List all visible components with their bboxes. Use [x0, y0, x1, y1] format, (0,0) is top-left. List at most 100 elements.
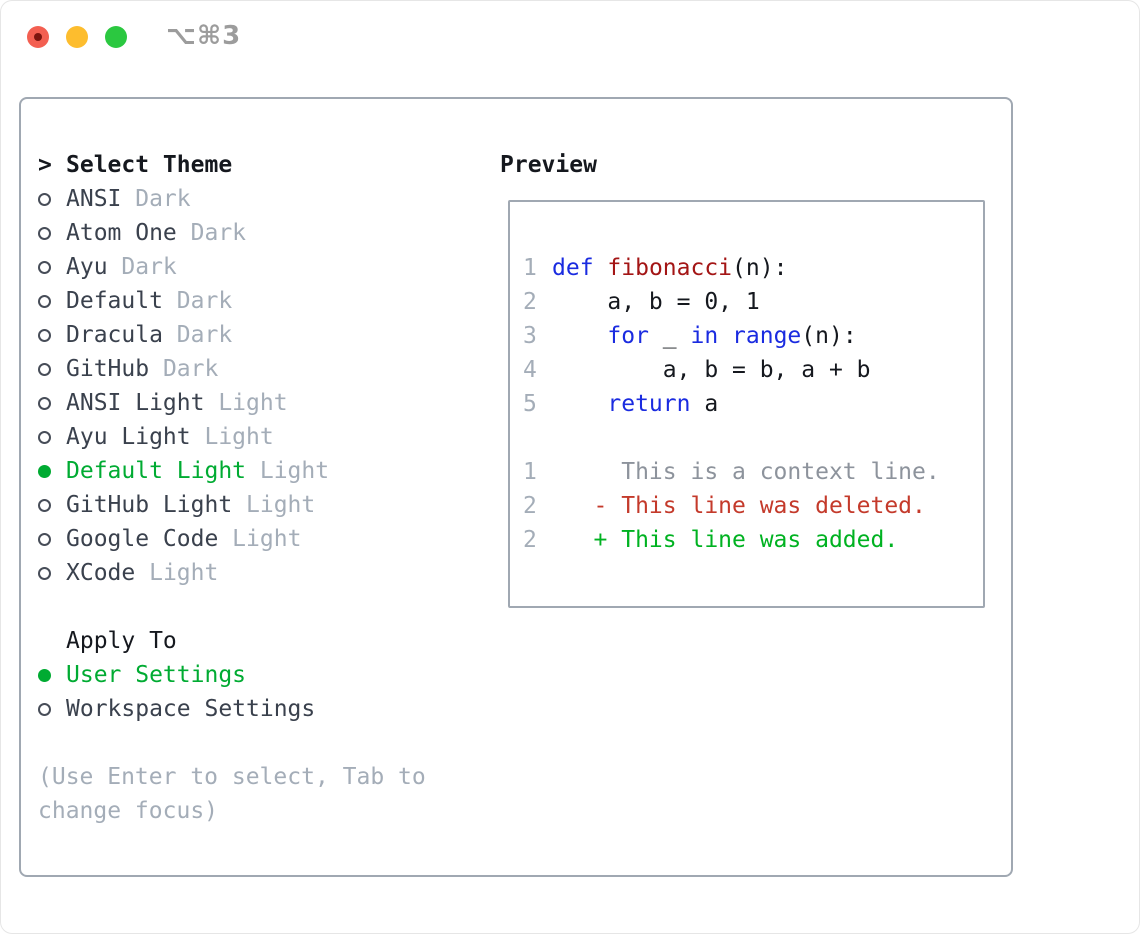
theme-variant: Light [135, 560, 219, 586]
code-token: _ [648, 323, 691, 349]
code-token: a, b = b, a + b [552, 357, 871, 383]
radio-icon [38, 328, 51, 342]
theme-name: Default [66, 288, 163, 314]
close-button-icon[interactable] [27, 26, 49, 48]
theme-name: XCode [66, 560, 136, 586]
radio-icon [38, 260, 51, 274]
code-token [718, 323, 732, 349]
theme-name: Ayu Light [66, 424, 191, 450]
select-theme-label: Select Theme [66, 152, 233, 178]
code-token: (n): [732, 255, 788, 281]
theme-option-ayu-light[interactable]: Ayu Light Light [38, 420, 478, 454]
code-line: 2 - This line was deleted. [523, 489, 983, 523]
theme-option-github-light[interactable]: GitHub Light Light [38, 488, 478, 522]
zoom-button-icon[interactable] [105, 26, 127, 48]
radio-icon [38, 226, 51, 240]
apply-option-label: Workspace Settings [66, 696, 316, 722]
theme-name: GitHub Light [66, 492, 233, 518]
code-token: + This line was added. [552, 527, 899, 553]
line-number: 1 [523, 255, 537, 281]
theme-variant: Dark [162, 288, 233, 314]
theme-variant: Dark [176, 220, 247, 246]
code-line: 5 return a [523, 387, 983, 421]
code-token [552, 323, 607, 349]
code-token: fibonacci [607, 255, 733, 281]
theme-option-ayu[interactable]: Ayu Dark [38, 250, 478, 284]
code-token: for [607, 323, 649, 349]
radio-icon [38, 192, 51, 206]
window-title-shortcut: ⌥⌘3 [166, 21, 242, 51]
theme-variant: Light [218, 526, 302, 552]
theme-option-ansi[interactable]: ANSI Dark [38, 182, 478, 216]
theme-name: Atom One [66, 220, 177, 246]
code-line: 2 + This line was added. [523, 523, 983, 557]
code-line [523, 421, 983, 455]
code-line: 1 def fibonacci(n): [523, 251, 983, 285]
titlebar [27, 26, 127, 48]
theme-option-default-light[interactable]: Default Light Light [38, 454, 478, 488]
theme-variant: Dark [149, 356, 219, 382]
theme-variant: Light [204, 390, 288, 416]
code-token: range [732, 323, 802, 349]
code-token: a, b = 0, 1 [552, 289, 760, 315]
code-token: This is a context line. [552, 459, 940, 485]
cursor-prompt-icon: > [38, 152, 52, 178]
preview-title: Preview [500, 152, 597, 178]
radio-icon [38, 498, 51, 512]
theme-option-dracula[interactable]: Dracula Dark [38, 318, 478, 352]
radio-icon [38, 702, 51, 716]
theme-option-github[interactable]: GitHub Dark [38, 352, 478, 386]
line-number: 2 [523, 527, 537, 553]
theme-option-google-code[interactable]: Google Code Light [38, 522, 478, 556]
theme-variant: Dark [162, 322, 233, 348]
apply-option-label: User Settings [66, 662, 247, 688]
radio-icon [38, 668, 51, 682]
code-line: 2 a, b = 0, 1 [523, 285, 983, 319]
line-number: 5 [523, 391, 537, 417]
apply-to-header: Apply To [66, 628, 177, 654]
help-text: (Use Enter to select, Tab to change focu… [38, 764, 426, 824]
radio-icon [38, 430, 51, 444]
theme-option-ansi-light[interactable]: ANSI Light Light [38, 386, 478, 420]
code-token [594, 255, 608, 281]
radio-icon [38, 532, 51, 546]
select-theme-header: > Select Theme [38, 148, 478, 182]
theme-name: Dracula [66, 322, 163, 348]
line-number: 2 [523, 289, 537, 315]
apply-option-workspace-settings[interactable]: Workspace Settings [38, 692, 478, 726]
theme-name: Google Code [66, 526, 219, 552]
theme-name: ANSI Light [66, 390, 205, 416]
code-token: def [552, 255, 594, 281]
theme-option-atom-one[interactable]: Atom One Dark [38, 216, 478, 250]
line-number: 2 [523, 493, 537, 519]
theme-variant: Light [232, 492, 316, 518]
code-line: 4 a, b = b, a + b [523, 353, 983, 387]
code-token [552, 391, 607, 417]
theme-option-xcode[interactable]: XCode Light [38, 556, 478, 590]
code-token: (n): [801, 323, 857, 349]
theme-option-default[interactable]: Default Dark [38, 284, 478, 318]
code-token: a [690, 391, 719, 417]
minimize-button-icon[interactable] [66, 26, 88, 48]
code-token: return [607, 391, 691, 417]
line-number: 4 [523, 357, 537, 383]
radio-icon [38, 566, 51, 580]
theme-variant: Light [190, 424, 274, 450]
line-number: 1 [523, 459, 537, 485]
theme-variant: Dark [121, 186, 191, 212]
radio-icon [38, 464, 51, 478]
line-number: 3 [523, 323, 537, 349]
code-token: in [690, 323, 719, 349]
gap [38, 590, 478, 624]
code-token: - This line was deleted. [552, 493, 926, 519]
apply-option-user-settings[interactable]: User Settings [38, 658, 478, 692]
code-line: 3 for _ in range(n): [523, 319, 983, 353]
theme-name: GitHub [66, 356, 150, 382]
